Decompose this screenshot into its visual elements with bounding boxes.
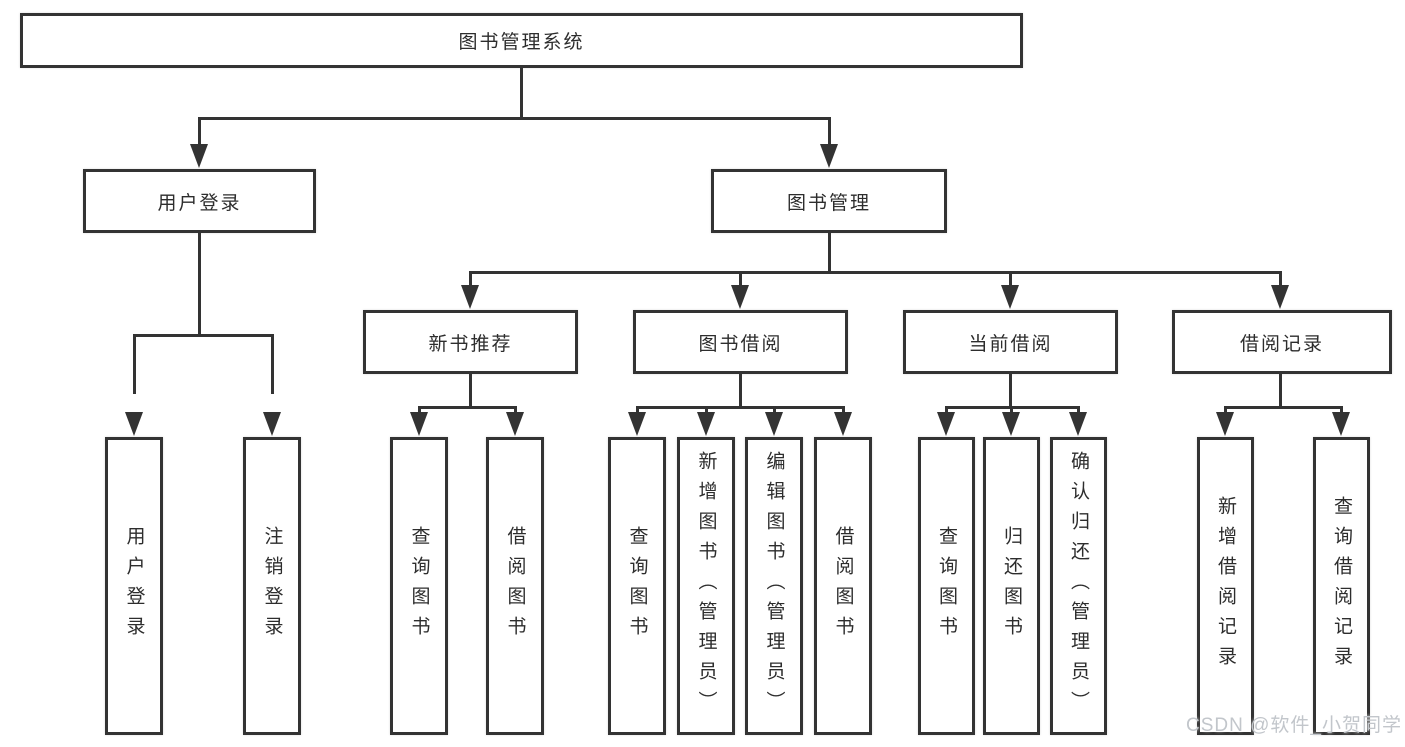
arrow-down-icon: [506, 412, 524, 436]
arrow-down-icon: [263, 412, 281, 436]
connector-line: [198, 231, 201, 336]
connector-line: [1224, 406, 1343, 409]
node-user-login: 用户登录: [83, 169, 316, 233]
arrow-down-icon: [820, 144, 838, 168]
connector-line: [828, 231, 831, 274]
connector-line: [1009, 372, 1012, 409]
leaf-add-book-admin: 新增图书（管理员）: [677, 437, 735, 735]
watermark-text: CSDN @软件_小贺同学: [1186, 715, 1402, 736]
connector-line: [1279, 372, 1282, 409]
arrow-down-icon: [1069, 412, 1087, 436]
node-new-book-recommend: 新书推荐: [363, 310, 578, 374]
connector-line: [739, 372, 742, 409]
leaf-user-login: 用户登录: [105, 437, 163, 735]
leaf-add-borrow-record: 新增借阅记录: [1197, 437, 1254, 735]
leaf-query-borrow-record: 查询借阅记录: [1313, 437, 1370, 735]
leaf-query-books-borrow: 查询图书: [608, 437, 666, 735]
arrow-down-icon: [190, 144, 208, 168]
arrow-down-icon: [1332, 412, 1350, 436]
node-library-system: 图书管理系统: [20, 13, 1023, 68]
connector-line: [828, 117, 831, 147]
connector-line: [520, 66, 523, 119]
leaf-query-books-current: 查询图书: [918, 437, 975, 735]
node-book-management: 图书管理: [711, 169, 947, 233]
leaf-edit-book-admin: 编辑图书（管理员）: [745, 437, 803, 735]
connector-line: [469, 271, 1282, 274]
connector-line: [198, 117, 201, 147]
arrow-down-icon: [1002, 412, 1020, 436]
arrow-down-icon: [461, 285, 479, 309]
connector-line: [1279, 271, 1282, 289]
arrow-down-icon: [834, 412, 852, 436]
leaf-return-books: 归还图书: [983, 437, 1040, 735]
connector-line: [1009, 271, 1012, 289]
arrow-down-icon: [697, 412, 715, 436]
arrow-down-icon: [937, 412, 955, 436]
connector-line: [418, 406, 517, 409]
connector-line: [133, 334, 136, 394]
connector-line: [271, 334, 274, 394]
leaf-borrow-books: 借阅图书: [814, 437, 872, 735]
leaf-borrow-books-recommend: 借阅图书: [486, 437, 544, 735]
leaf-logout: 注销登录: [243, 437, 301, 735]
connector-line: [133, 334, 274, 337]
arrow-down-icon: [410, 412, 428, 436]
node-borrow-records: 借阅记录: [1172, 310, 1392, 374]
connector-line: [198, 117, 831, 120]
connector-line: [739, 271, 742, 289]
arrow-down-icon: [125, 412, 143, 436]
leaf-query-books-recommend: 查询图书: [390, 437, 448, 735]
arrow-down-icon: [628, 412, 646, 436]
leaf-confirm-return-admin: 确认归还（管理员）: [1050, 437, 1107, 735]
connector-line: [469, 372, 472, 409]
connector-line: [636, 406, 845, 409]
node-book-borrow: 图书借阅: [633, 310, 848, 374]
arrow-down-icon: [765, 412, 783, 436]
arrow-down-icon: [1271, 285, 1289, 309]
arrow-down-icon: [1216, 412, 1234, 436]
connector-line: [469, 271, 472, 289]
node-current-borrow: 当前借阅: [903, 310, 1118, 374]
arrow-down-icon: [1001, 285, 1019, 309]
arrow-down-icon: [731, 285, 749, 309]
